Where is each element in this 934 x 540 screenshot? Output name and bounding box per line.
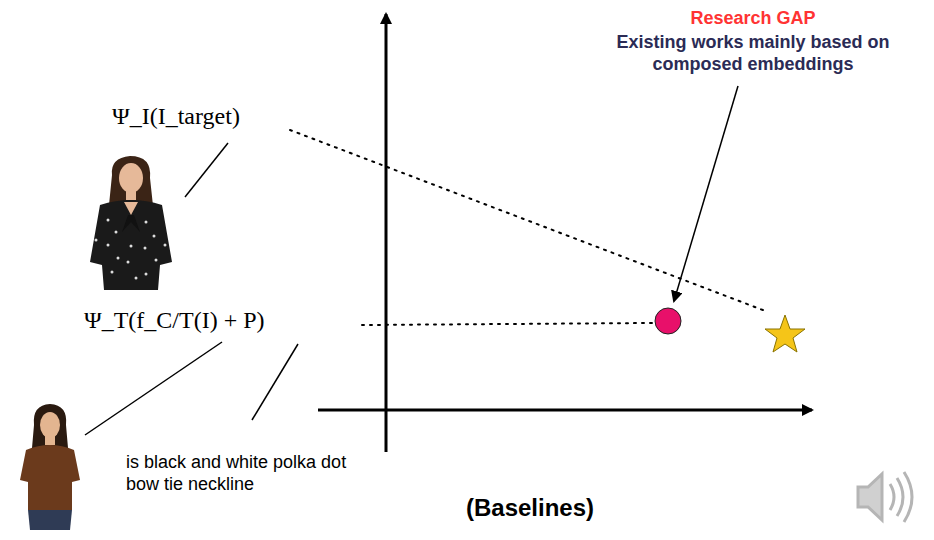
target-star: [765, 315, 805, 352]
x-axis: [318, 409, 812, 412]
speaker-icon: [858, 472, 912, 522]
leader-line: [85, 342, 222, 435]
query-formula: Ψ_T(f_C/T(I) + P): [84, 306, 354, 335]
gap-note: Existing works mainly based on composed …: [576, 32, 930, 75]
reference-image: [20, 404, 80, 530]
leader-line: [185, 143, 228, 197]
y-axis: [385, 14, 388, 452]
pointer-arrow: [674, 86, 738, 301]
composed-point: [655, 308, 681, 334]
modification-text: is black and white polka dot bow tie nec…: [126, 452, 366, 495]
dotted-line: [290, 130, 768, 312]
dotted-line: [362, 323, 652, 325]
gap-title: Research GAP: [576, 8, 930, 30]
axis-caption: (Baselines): [466, 494, 686, 523]
target-formula: Ψ_I(I_target): [112, 102, 288, 131]
leader-line: [252, 344, 298, 420]
target-image: [85, 155, 180, 290]
